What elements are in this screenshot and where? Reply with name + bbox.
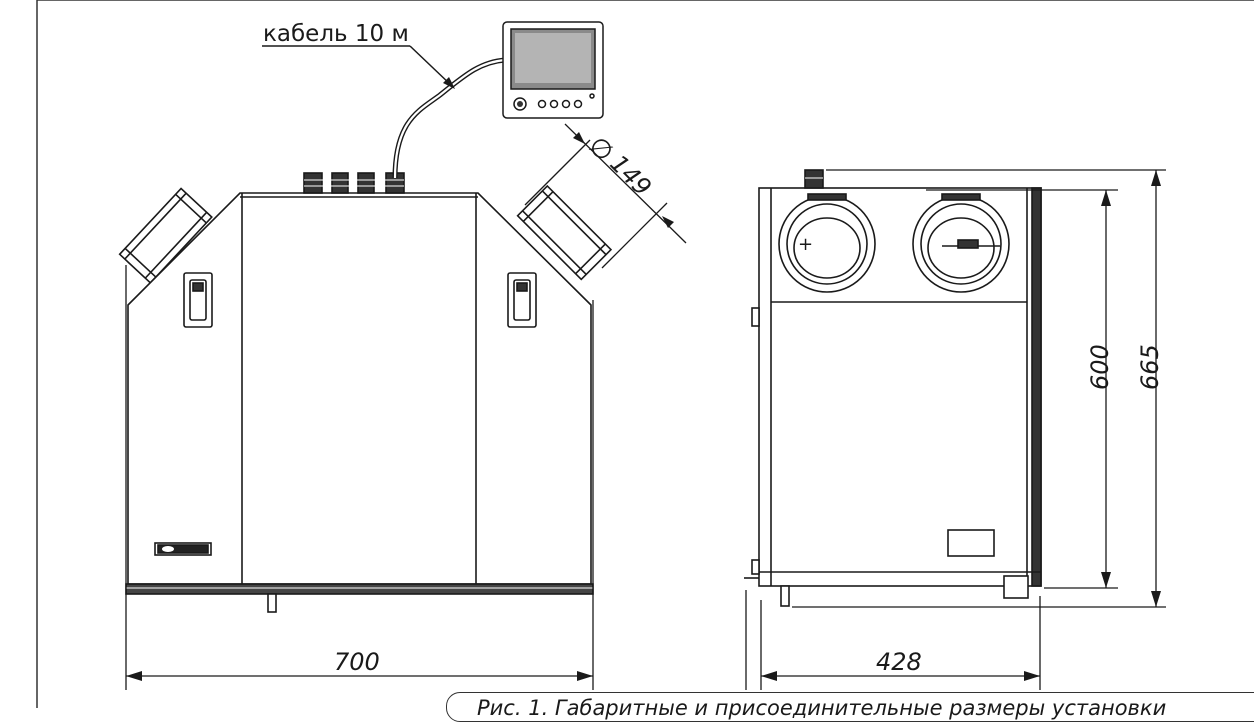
drawing-frame — [36, 0, 1254, 708]
left-duct-spigot — [118, 187, 213, 285]
cable-leader — [262, 45, 455, 89]
depth-dimension — [745, 590, 1041, 690]
exhaust-spigot — [912, 193, 1010, 293]
brand-logo-plate — [154, 542, 212, 556]
height-total-value: 665 — [1136, 344, 1164, 390]
cable-length-label: кабель 10 м — [263, 21, 409, 47]
front-view-unit — [118, 172, 613, 613]
diameter-value: 149 — [605, 149, 657, 201]
control-panel-remote — [502, 21, 604, 119]
right-handle — [507, 272, 537, 328]
supply-spigot: + — [778, 193, 876, 293]
left-handle — [183, 272, 213, 328]
height-inner-value: 600 — [1086, 344, 1114, 390]
diameter-dimension — [524, 123, 687, 269]
width-dimension — [125, 265, 594, 690]
width-value: 700 — [334, 648, 380, 676]
svg-text:+: + — [798, 234, 813, 255]
figure-caption: Рис. 1. Габаритные и присоединительные р… — [477, 696, 1167, 720]
height-600-dimension — [926, 189, 1118, 589]
depth-value: 428 — [876, 648, 922, 676]
right-duct-spigot — [516, 184, 613, 281]
height-665-dimension — [792, 169, 1166, 608]
cable-glands — [303, 172, 405, 194]
figure-caption-box: Рис. 1. Габаритные и присоединительные р… — [446, 692, 1254, 722]
